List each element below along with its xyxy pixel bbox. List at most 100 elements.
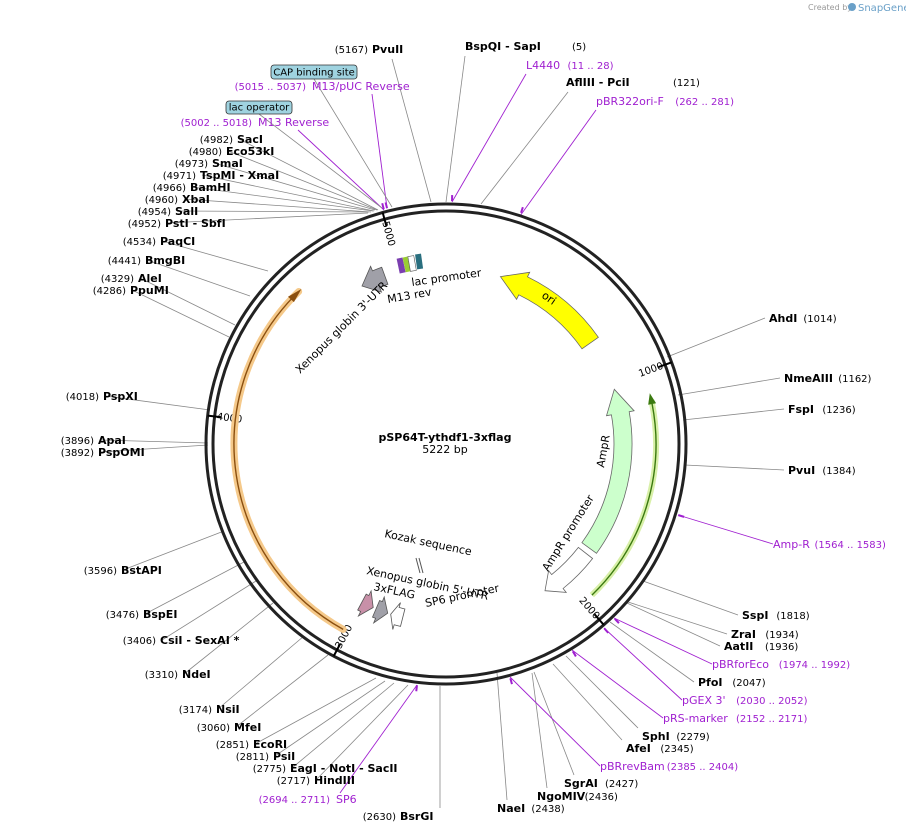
site-aatii[interactable]: AatII(1936) [724, 640, 798, 653]
site-ngomiv[interactable]: NgoMIV(2436) [537, 790, 618, 803]
site-hindiii[interactable]: HindIII(2717) [277, 774, 355, 787]
cap-site-box[interactable] [402, 256, 411, 273]
site-name: SmaI [212, 157, 243, 170]
primer-prsmarker[interactable]: pRS-marker(2152 .. 2171) [663, 712, 808, 725]
box-leader-cap [313, 78, 393, 208]
site-pvuii[interactable]: PvuII(5167) [335, 43, 404, 56]
primer-l4440[interactable]: L4440(11 .. 28) [526, 59, 614, 72]
site-xbai[interactable]: XbaI(4960) [145, 193, 210, 206]
primer-name: pRS-marker [663, 712, 728, 725]
primer-leader-pbr322ori [519, 109, 597, 217]
site-sgrai[interactable]: SgrAI(2427) [564, 777, 638, 790]
site-zrai[interactable]: ZraI(1934) [731, 628, 799, 641]
m13-rev-label: M13 rev [386, 285, 433, 306]
lac-promoter-box[interactable] [407, 255, 417, 272]
primer-sp6[interactable]: SP6(2694 .. 2711) [259, 793, 357, 806]
ampr-promoter-feature[interactable] [544, 546, 594, 593]
xenopus-globin-3utr-feature[interactable] [361, 265, 389, 293]
primer-site-m13puc [384, 202, 389, 209]
primer-range: (5002 .. 5018) [181, 118, 253, 129]
site-mfei[interactable]: MfeI(3060) [197, 721, 262, 734]
site-alei[interactable]: AleI(4329) [101, 272, 162, 285]
site-bstapi[interactable]: BstAPI(3596) [84, 564, 162, 577]
site-psii[interactable]: PsiI(2811) [236, 750, 296, 763]
site-afei[interactable]: AfeI(2345) [626, 742, 694, 755]
site-psti[interactable]: PstI - SbfI(4952) [128, 217, 226, 230]
site-leader-saci [238, 138, 379, 211]
site-position: (1236) [822, 405, 855, 416]
site-nmeaiii[interactable]: NmeAIII(1162) [784, 372, 872, 385]
site-ppumi[interactable]: PpuMI(4286) [93, 284, 169, 297]
lac-operator-box[interactable] [396, 257, 406, 274]
site-labels: PvuII(5167) BspQI - SapI(5) AflIII - PciI(… [61, 40, 872, 823]
box-cap[interactable]: CAP binding site [270, 64, 358, 80]
primer-leader-prsmarker [571, 649, 664, 719]
m13-rev-box[interactable] [415, 253, 424, 270]
ampr-label: AmpR [594, 434, 613, 469]
site-tspmi[interactable]: TspMI - XmaI(4971) [163, 169, 279, 182]
ori-feature[interactable] [499, 271, 599, 350]
site-afliii[interactable]: AflIII - PciI(121) [566, 76, 700, 89]
sp6-promoter-feature[interactable] [390, 602, 406, 630]
site-pspxi[interactable]: PspXI(4018) [66, 390, 138, 403]
plasmid-name: pSP64T-ythdf1-3xflag [379, 431, 512, 444]
site-smai[interactable]: SmaI (4973) [175, 157, 243, 170]
site-leader-zrai [627, 601, 728, 635]
flag-feature[interactable] [357, 589, 374, 617]
site-name: MfeI [234, 721, 261, 734]
site-sali[interactable]: SalI(4954) [138, 205, 198, 218]
site-position: (4973) [175, 159, 208, 170]
site-ahdi[interactable]: AhdI(1014) [769, 312, 837, 325]
xenopus-globin-5utr-feature[interactable] [371, 595, 389, 625]
site-eco53ki[interactable]: Eco53kI (4980) [189, 145, 275, 158]
site-ndei[interactable]: NdeI(3310) [145, 668, 211, 681]
site-bamhi[interactable]: BamHI(4966) [153, 181, 231, 194]
site-bsrgi[interactable]: BsrGI(2630) [363, 810, 434, 823]
site-position: (3476) [106, 610, 139, 621]
primer-range: (262 .. 281) [675, 97, 734, 108]
primer-ampr[interactable]: Amp-R(1564 .. 1583) [773, 538, 886, 551]
primer-m13rev[interactable]: M13 Reverse(5002 .. 5018) [181, 116, 330, 129]
site-nsii[interactable]: NsiI(3174) [179, 703, 240, 716]
site-bspqi[interactable]: BspQI - SapI(5) [465, 40, 586, 53]
primer-m13puc[interactable]: M13/pUC Reverse(5015 .. 5037) [235, 80, 410, 93]
site-sphi[interactable]: SphI(2279) [642, 730, 710, 743]
site-csii[interactable]: CsiI - SexAI *(3406) [123, 634, 240, 647]
site-bspei[interactable]: BspEI(3476) [106, 608, 178, 621]
box-leader-lacop [258, 113, 383, 209]
site-leader-ngomiv [531, 672, 548, 789]
primer-pbrforeco[interactable]: pBRforEco(1974 .. 1992) [712, 658, 850, 671]
ampr-feature[interactable] [581, 388, 635, 554]
site-naei[interactable]: NaeI(2438) [497, 802, 565, 815]
primer-leader-sp6 [339, 684, 418, 794]
primer-name: M13/pUC Reverse [312, 80, 410, 93]
site-name: Eco53kI [226, 145, 274, 158]
site-position: (4980) [189, 147, 222, 158]
site-name: NsiI [216, 703, 240, 716]
site-ecori[interactable]: EcoRI(2851) [216, 738, 287, 751]
site-pvui[interactable]: PvuI(1384) [788, 464, 856, 477]
primer-pbr322ori[interactable]: pBR322ori-F(262 .. 281) [596, 95, 734, 108]
site-leader-xbai [183, 198, 372, 213]
site-bmgbi[interactable]: BmgBI(4441) [108, 254, 185, 267]
site-eagi[interactable]: EagI - NotI - SacII(2775) [253, 762, 398, 775]
site-paqci[interactable]: PaqCI(4534) [123, 235, 196, 248]
site-leader-apai [99, 439, 209, 444]
site-apai[interactable]: ApaI(3896) [61, 434, 126, 447]
site-name: HindIII [314, 774, 355, 787]
site-sspi[interactable]: SspI(1818) [742, 609, 810, 622]
site-pfoi[interactable]: PfoI(2047) [698, 676, 766, 689]
box-lacop[interactable]: lac operator [225, 100, 293, 115]
site-pspomi[interactable]: PspOMI(3892) [61, 446, 145, 459]
lac-promoter-label: lac promoter [411, 266, 483, 289]
primer-pgex3[interactable]: pGEX 3'(2030 .. 2052) [682, 694, 808, 707]
site-saci[interactable]: SacI(4982) [200, 133, 263, 146]
site-name: ZraI [731, 628, 756, 641]
primer-site-pbrrevbam [509, 678, 513, 685]
backbone-outer [204, 202, 688, 686]
site-fspi[interactable]: FspI(1236) [788, 403, 856, 416]
primer-range: (1974 .. 1992) [779, 660, 851, 671]
site-name: TspMI - XmaI [200, 169, 279, 182]
primer-pbrrevbam[interactable]: pBRrevBam(2385 .. 2404) [600, 760, 738, 773]
site-position: (5) [572, 42, 586, 53]
